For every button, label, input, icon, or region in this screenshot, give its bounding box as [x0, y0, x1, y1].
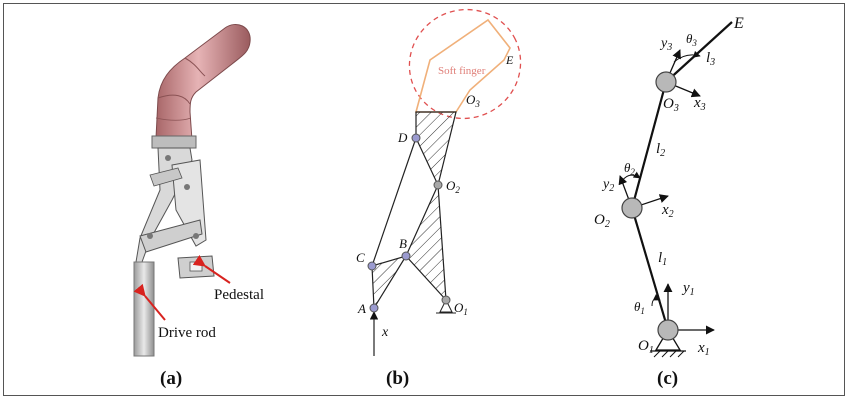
- c-label-l3: l3: [706, 50, 715, 68]
- pedestal-label: Pedestal: [214, 287, 264, 303]
- c-label-y1: y1: [681, 280, 695, 298]
- b-label-O2: O2: [446, 178, 460, 195]
- b-label-C: C: [356, 250, 365, 265]
- caption-c: (c): [657, 368, 678, 389]
- soft-finger-outline: [414, 18, 511, 113]
- c-label-x2: x2: [661, 202, 674, 220]
- b-label-D: D: [397, 130, 408, 145]
- drive-rod-label: Drive rod: [158, 325, 216, 341]
- b-label-B: B: [399, 236, 407, 251]
- c-label-l1: l1: [658, 250, 667, 268]
- c-label-theta1: θ1: [634, 299, 645, 316]
- figure-frame: [3, 3, 845, 396]
- caption-a: (a): [160, 368, 182, 389]
- soft-finger-body: [155, 24, 251, 141]
- c-label-O3: O3: [663, 96, 679, 114]
- middle-link: [405, 184, 447, 302]
- panel-c-kinematic-chain: [618, 21, 733, 358]
- c-label-y2: y2: [601, 177, 614, 194]
- c-label-E: E: [733, 15, 744, 32]
- c-label-y3: y3: [659, 36, 672, 53]
- c-label-x1: x1: [697, 340, 710, 358]
- upper-link: [415, 111, 457, 187]
- c-label-theta2: θ2: [624, 160, 635, 177]
- b-label-O3: O3: [466, 92, 480, 109]
- lower-link: [371, 254, 408, 310]
- c-label-x3: x3: [693, 95, 706, 113]
- b-label-E: E: [505, 53, 514, 67]
- soft-finger-label: Soft finger: [438, 65, 486, 77]
- c-label-O2: O2: [594, 212, 610, 230]
- b-label-A: A: [357, 301, 366, 316]
- c-label-l2: l2: [656, 141, 665, 159]
- b-label-x: x: [381, 325, 389, 340]
- b-label-O1: O1: [454, 300, 468, 317]
- soft-finger-region: [408, 8, 522, 120]
- c-label-O1: O1: [638, 338, 654, 356]
- c-label-theta3: θ3: [686, 31, 697, 48]
- panel-a-gripper-render: [133, 24, 251, 357]
- panel-b-linkage-schematic: [367, 8, 522, 356]
- caption-b: (b): [386, 368, 409, 389]
- drive-rod: [133, 261, 155, 357]
